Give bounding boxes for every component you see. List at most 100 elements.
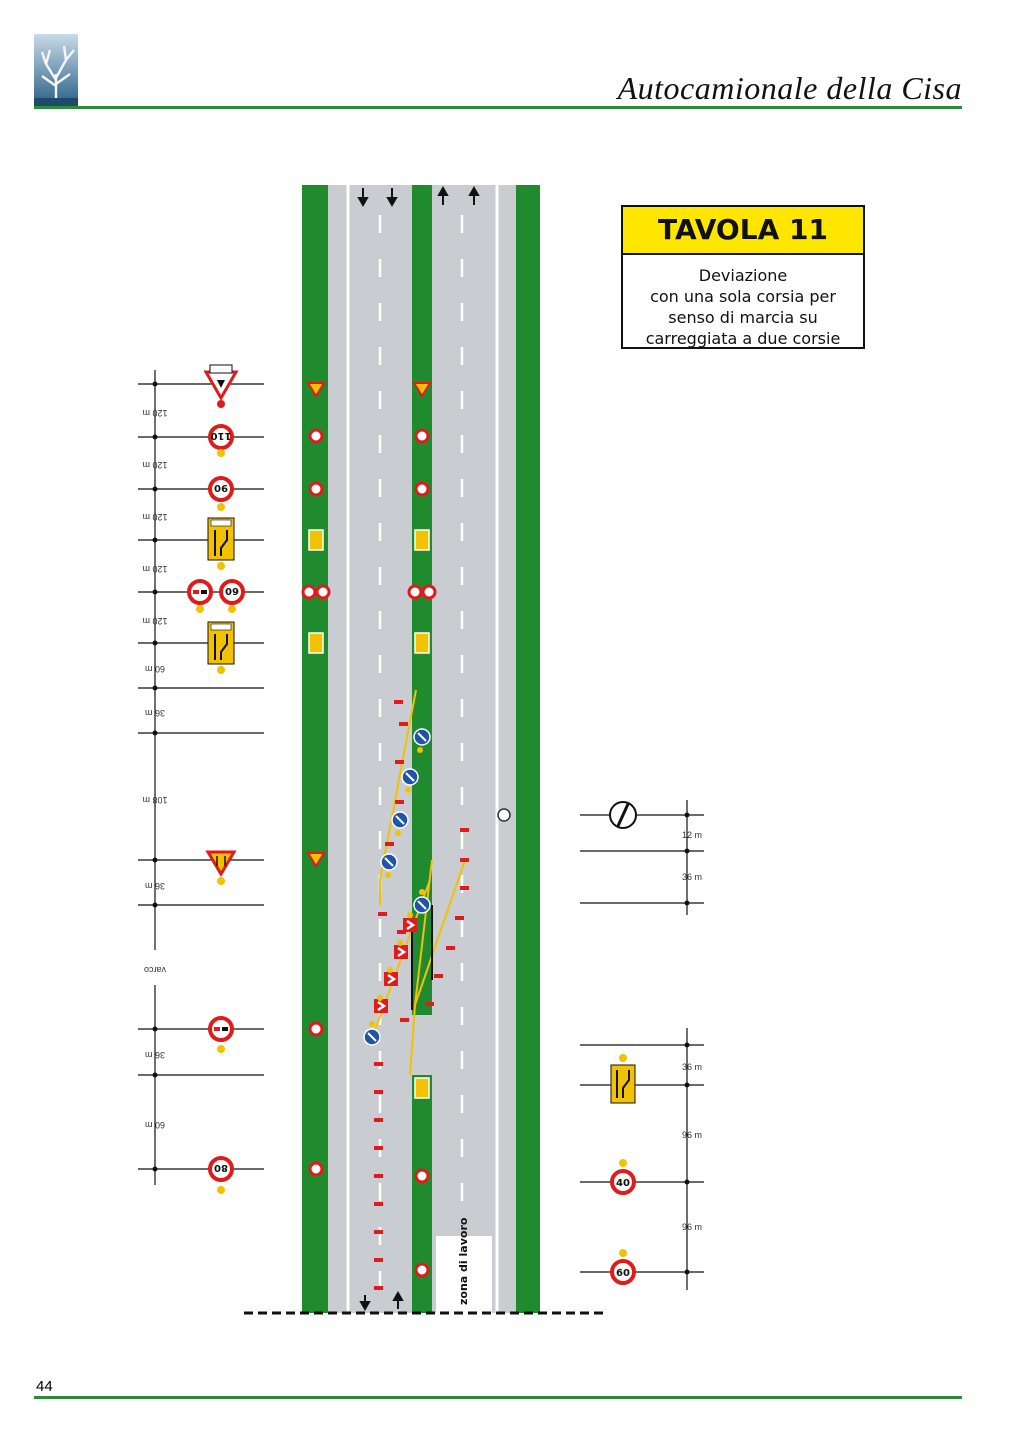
right-dimension-guide — [580, 800, 704, 1290]
carriageway: zona di lavoro — [244, 185, 606, 1315]
left-dimension-guide — [138, 370, 264, 1185]
panel-marker-icon — [308, 529, 324, 551]
crossover-gap — [412, 1015, 432, 1075]
left-dimension-labels: 120 m 120 m 120 m 120 m 120 m 60 m 36 m … — [142, 408, 167, 1130]
limit-marker-icon — [414, 1168, 430, 1184]
speed-limit-icon: 60 — [219, 579, 245, 613]
speed-limit-icon: 110 — [208, 424, 234, 457]
brand-title: Autocamionale della Cisa — [617, 70, 962, 106]
yield-work-ahead-icon — [203, 364, 239, 408]
northbound-carriageway — [432, 185, 516, 1313]
keep-left-icon — [413, 896, 431, 914]
speed-limit-value: 40 — [616, 1178, 630, 1189]
dimension-label: 60 m — [145, 664, 165, 674]
dimension-label: 120 m — [142, 512, 167, 522]
warning-lamps — [369, 747, 425, 1027]
end-of-restrictions-icon — [609, 801, 637, 829]
tavola-line: Deviazione — [698, 266, 788, 285]
panel-marker-icon — [308, 632, 324, 654]
dimension-label: 36 m — [145, 708, 165, 718]
limit-marker-icon — [308, 481, 324, 497]
road-diagram: zona di lavoro — [138, 185, 704, 1315]
footer-rule — [34, 1396, 962, 1399]
chevron-icon — [403, 918, 417, 932]
left-verge — [302, 185, 328, 1313]
dimension-label: 60 m — [145, 1120, 165, 1130]
left-tick-lines — [138, 383, 264, 1170]
limit-marker-icon — [414, 1262, 430, 1278]
left-signs: 110 90 60 — [187, 364, 245, 1194]
left-tick-dots — [152, 381, 158, 1172]
speed-limit-icon: 60 — [610, 1249, 636, 1285]
end-marker-icon — [497, 808, 511, 822]
dimension-label: 96 m — [682, 1130, 702, 1140]
limit-marker-icon — [308, 428, 324, 444]
tavola-line: carreggiata a due corsie — [645, 329, 841, 348]
no-overtaking-icon — [208, 1016, 234, 1053]
limit-marker-icon — [407, 584, 423, 600]
chevron-icon — [374, 999, 388, 1013]
header-rule — [34, 106, 962, 109]
work-zone-area — [436, 1236, 492, 1313]
dimension-label: 36 m — [682, 872, 702, 882]
tavola-line: senso di marcia su — [668, 308, 818, 327]
limit-marker-icon — [421, 584, 437, 600]
lane-change-panel-icon — [207, 517, 235, 570]
no-overtaking-icon — [187, 579, 213, 613]
dimension-label: varco — [144, 965, 166, 975]
tree-logo-icon — [34, 34, 78, 106]
tavola-line: con una sola corsia per — [650, 287, 836, 306]
keep-direction-signs — [363, 728, 431, 1046]
lane-change-panel-icon — [207, 621, 235, 674]
limit-marker-icon — [308, 1161, 324, 1177]
speed-limit-value: 60 — [225, 585, 239, 596]
dimension-label: 12 m — [682, 830, 702, 840]
page-number: 44 — [36, 1378, 53, 1395]
limit-marker-icon — [414, 481, 430, 497]
tavola-description: Deviazione con una sola corsia per senso… — [623, 255, 863, 349]
speed-limit-value: 60 — [616, 1268, 630, 1279]
yield-work-ahead-icon — [205, 850, 237, 885]
keep-left-icon — [401, 768, 419, 786]
tavola-title: TAVOLA 11 — [623, 207, 863, 255]
southbound-carriageway — [328, 185, 412, 1313]
speed-limit-icon: 40 — [610, 1159, 636, 1195]
chevron-panels — [374, 918, 417, 1013]
limit-marker-icon — [301, 584, 317, 600]
limit-marker-icon — [414, 428, 430, 444]
dimension-label: 120 m — [142, 564, 167, 574]
yield-marker-icon — [412, 382, 432, 398]
yield-marker-icon — [306, 382, 326, 398]
panel-marker-icon — [414, 1077, 430, 1099]
dimension-label: 96 m — [682, 1222, 702, 1232]
dimension-label: 120 m — [142, 408, 167, 418]
lane-change-panel-icon — [610, 1054, 636, 1104]
right-dimension-labels: 12 m 36 m 36 m 96 m 96 m — [682, 830, 702, 1232]
tavola-box: TAVOLA 11 Deviazione con una sola corsia… — [621, 205, 865, 349]
keep-left-icon — [391, 811, 409, 829]
panel-marker-icon — [414, 632, 430, 654]
speed-limit-icon: 80 — [208, 1156, 234, 1194]
yield-marker-icon — [306, 852, 326, 868]
cones — [374, 700, 469, 1290]
speed-limit-value: 90 — [214, 482, 228, 493]
chevron-icon — [384, 972, 398, 986]
work-zone-label: zona di lavoro — [457, 1217, 470, 1305]
speed-limit-icon: 90 — [208, 476, 234, 511]
limit-marker-icon — [315, 584, 331, 600]
dimension-label: 36 m — [145, 1050, 165, 1060]
dimension-label: 120 m — [142, 460, 167, 470]
logo — [34, 34, 78, 106]
keep-left-icon — [363, 1028, 381, 1046]
dimension-label: 120 m — [142, 616, 167, 626]
speed-limit-value: 80 — [214, 1162, 228, 1173]
panel-marker-icon — [414, 529, 430, 551]
right-verge — [516, 185, 540, 1313]
limit-marker-icon — [308, 1021, 324, 1037]
speed-limit-value: 110 — [211, 430, 232, 441]
right-signs: 40 60 — [609, 801, 637, 1285]
keep-left-icon — [413, 728, 431, 746]
direction-arrows — [357, 185, 480, 1312]
roadside-markers — [301, 382, 511, 1278]
dimension-label: 36 m — [145, 881, 165, 891]
